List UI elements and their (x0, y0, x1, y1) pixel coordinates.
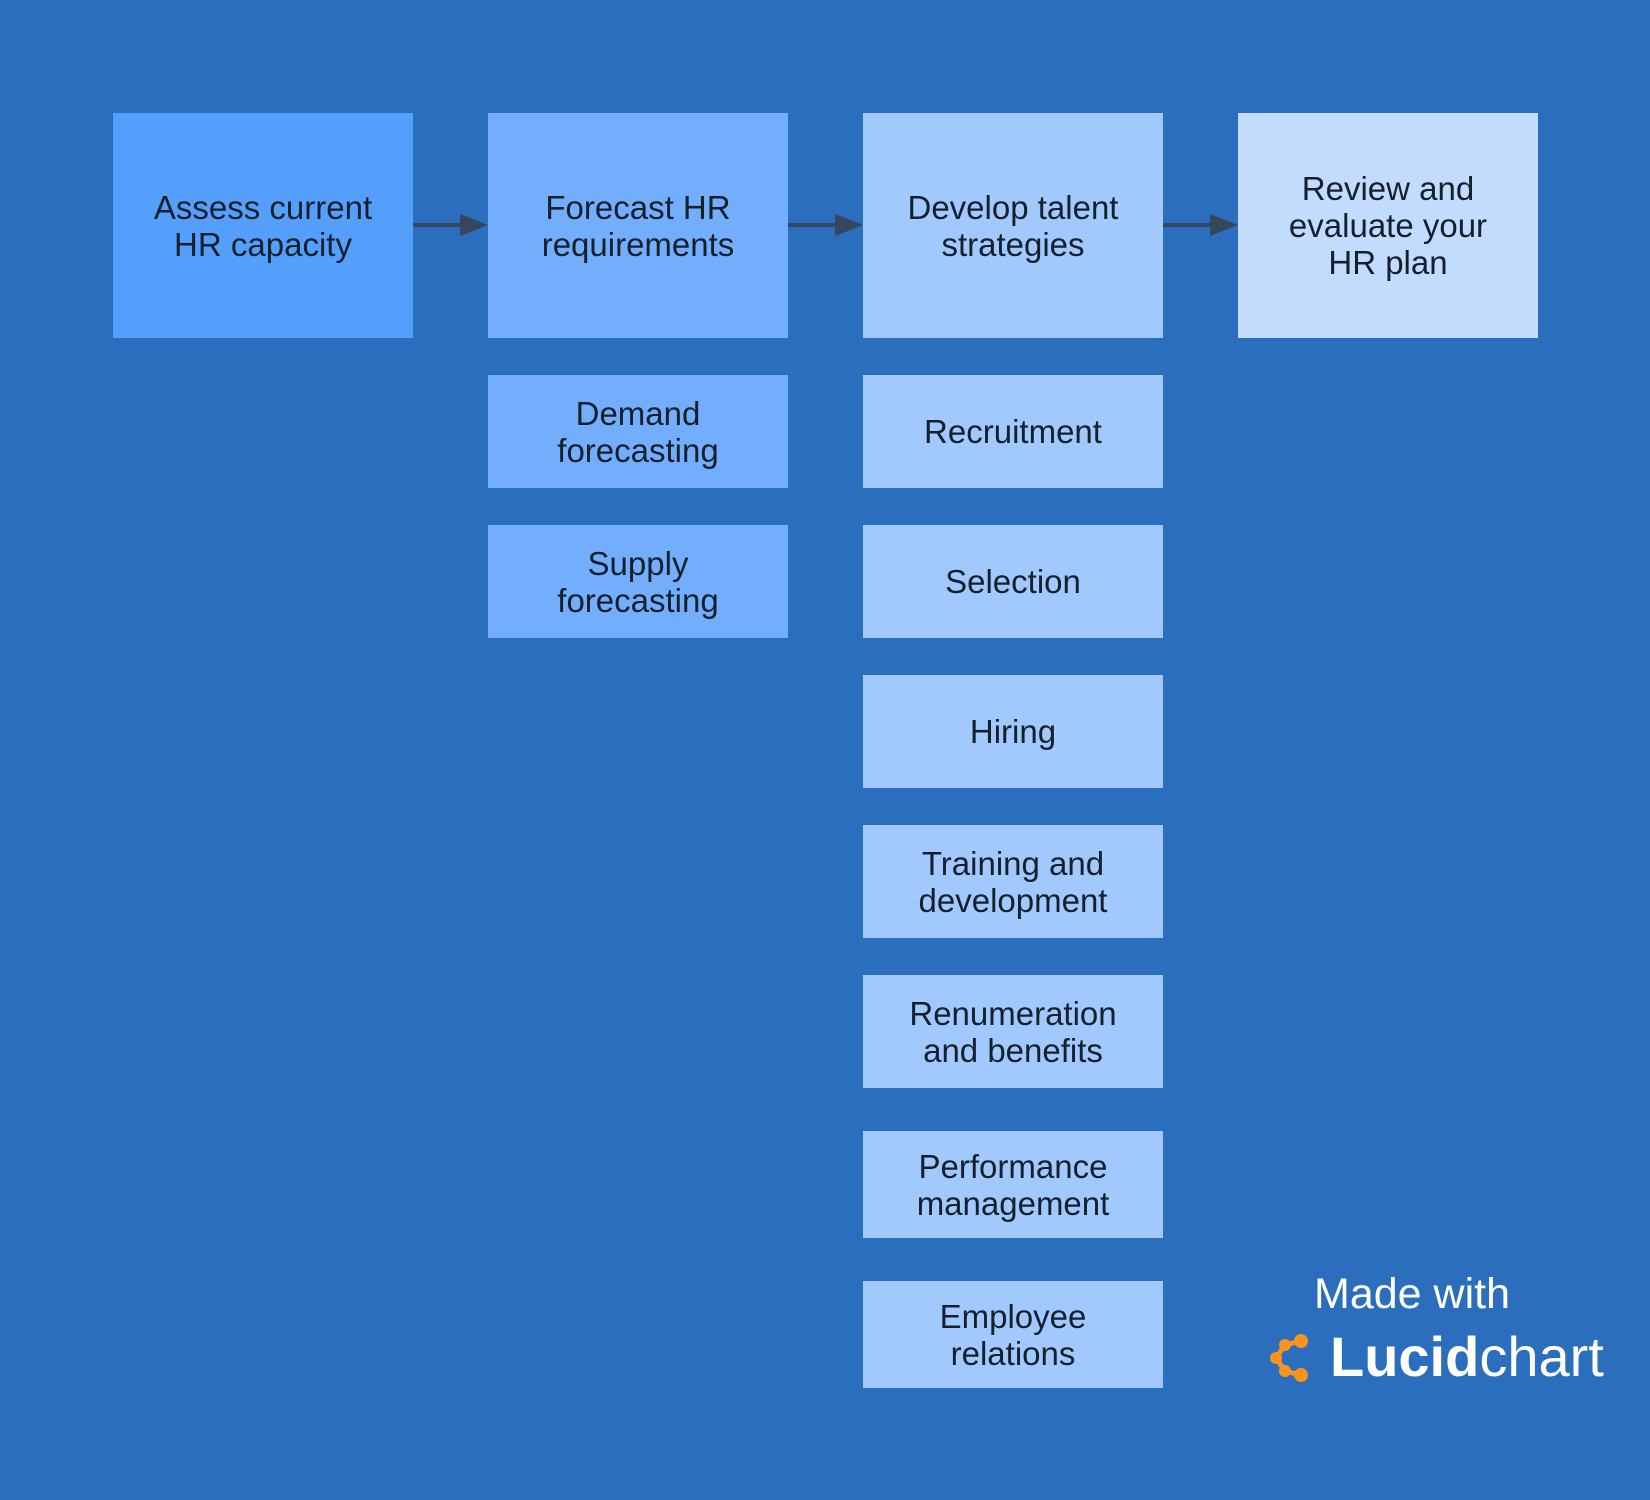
forecast-item-supply-forecasting: Supply forecasting (488, 525, 788, 638)
strategy-item-employee-relations: Employee relations (863, 1281, 1163, 1388)
step-assess-current-hr-capacity: Assess current HR capacity (113, 113, 413, 338)
item-label-line: and benefits (923, 1031, 1103, 1069)
item-label-line: forecasting (557, 581, 719, 619)
lucidchart-logo-icon (1270, 1334, 1308, 1382)
strategy-item-selection: Selection (863, 525, 1163, 638)
step-label-line: HR plan (1328, 244, 1448, 281)
step-label-line: Assess current (153, 188, 373, 226)
strategy-item-renumeration-and-benefits: Renumeration and benefits (863, 975, 1163, 1088)
made-with-lucidchart-branding: Made with Lucidchart (1260, 1262, 1604, 1392)
arrow-assess-to-forecast (413, 214, 488, 236)
item-label-line: Hiring (969, 713, 1057, 750)
item-label-line: development (918, 881, 1108, 919)
lucidchart-wordmark: Lucidchart (1330, 1326, 1604, 1388)
item-label-line: management (916, 1184, 1110, 1222)
item-label-line: Selection (945, 563, 1081, 600)
item-label-line: Supply (587, 544, 689, 582)
strategy-item-recruitment: Recruitment (863, 375, 1163, 488)
step-review-and-evaluate-hr-plan: Review and evaluate your HR plan (1238, 113, 1538, 338)
item-label-line: Performance (918, 1147, 1108, 1185)
step-develop-talent-strategies: Develop talent strategies (863, 113, 1163, 338)
strategy-item-performance-management: Performance management (863, 1131, 1163, 1238)
step-label-line: Develop talent (907, 188, 1119, 226)
item-label-line: relations (950, 1334, 1076, 1372)
arrow-forecast-to-develop (788, 214, 863, 236)
item-label-line: Training and (921, 844, 1105, 882)
step-label-line: requirements (541, 225, 735, 263)
item-label-line: forecasting (557, 431, 719, 469)
item-label-line: Renumeration (909, 994, 1117, 1032)
step-label-line: Forecast HR (545, 188, 731, 226)
step-label-line: strategies (941, 225, 1085, 263)
strategy-item-training-and-development: Training and development (863, 825, 1163, 938)
step-label-line: HR capacity (174, 225, 352, 263)
strategy-item-hiring: Hiring (863, 675, 1163, 788)
step-label-line: evaluate your (1288, 207, 1488, 244)
wordmark-chart: chart (1479, 1325, 1604, 1388)
made-with-text: Made with (1314, 1270, 1510, 1318)
forecast-item-demand-forecasting: Demand forecasting (488, 375, 788, 488)
step-forecast-hr-requirements: Forecast HR requirements (488, 113, 788, 338)
item-label-line: Recruitment (924, 413, 1102, 450)
arrow-develop-to-review (1163, 214, 1238, 236)
item-label-line: Demand (575, 394, 701, 432)
item-label-line: Employee (939, 1297, 1087, 1335)
wordmark-lucid: Lucid (1330, 1325, 1480, 1388)
step-label-line: Review and (1301, 170, 1475, 207)
